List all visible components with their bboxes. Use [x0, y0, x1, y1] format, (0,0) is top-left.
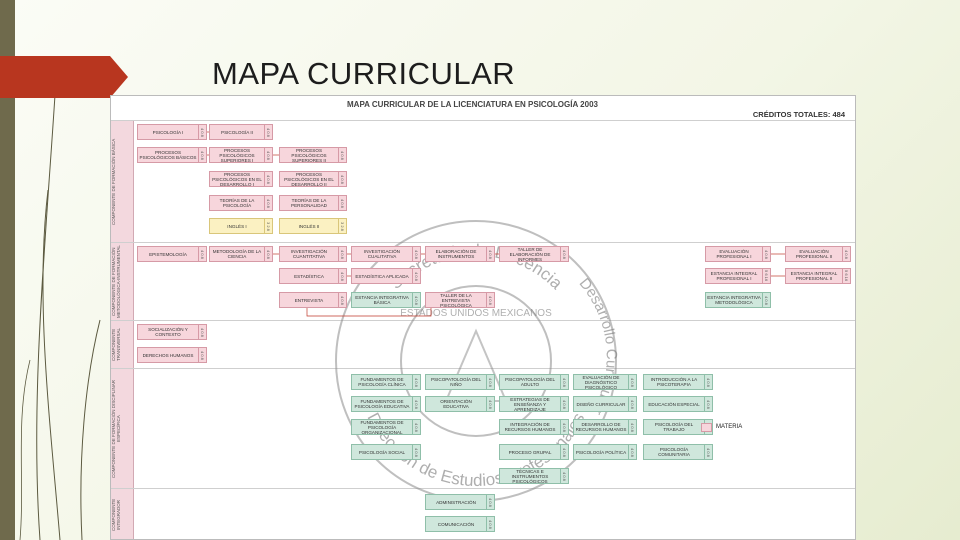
- section-side-band: COMPONENTE TRANSVERSAL: [111, 321, 134, 368]
- map-title: MAPA CURRICULAR DE LA LICENCIATURA EN PS…: [347, 100, 598, 109]
- section-divider: [111, 320, 855, 321]
- course-box: PSICOLOGÍA DEL TRABAJO4 0 8: [643, 419, 713, 435]
- total-credits: CRÉDITOS TOTALES: 484: [752, 110, 845, 119]
- section-side-band: COMPONENTE DE FORMACIÓN METODOLÓGICA-INS…: [111, 243, 134, 320]
- section-divider: [111, 120, 855, 121]
- course-box: PROCESOS PSICOLÓGICOS EN EL DESARROLLO I…: [279, 171, 347, 187]
- course-box: PROCESOS PSICOLÓGICOS EN EL DESARROLLO I…: [209, 171, 273, 187]
- section-divider: [111, 242, 855, 243]
- legend-swatch: [701, 422, 712, 432]
- seal-center-text: ESTADOS UNIDOS MEXICANOS: [400, 308, 552, 319]
- section-divider: [111, 488, 855, 489]
- legend-label: MATERIA: [716, 424, 743, 430]
- prerequisite-arrows: [207, 131, 785, 317]
- course-box: FUNDAMENTOS DE PSICOLOGÍA ORGANIZACIONAL…: [351, 419, 421, 435]
- legend: MATERIA: [701, 422, 749, 432]
- slide-title: MAPA CURRICULAR: [212, 56, 516, 91]
- section-side-band: COMPONENTE DE FORMACIÓN BÁSICA: [111, 121, 134, 242]
- curriculum-map-image: MAPA CURRICULAR DE LA LICENCIATURA EN PS…: [110, 95, 856, 540]
- left-accent-bar: [0, 0, 15, 540]
- title-arrow-shape: [0, 56, 128, 98]
- section-divider: [111, 368, 855, 369]
- section-side-band: COMPONENTE DE FORMACIÓN DISCIPLINAR ESPE…: [111, 369, 134, 488]
- decorative-lines: [19, 94, 101, 540]
- section-side-band: COMPONENTE INTEGRADOR: [111, 489, 134, 539]
